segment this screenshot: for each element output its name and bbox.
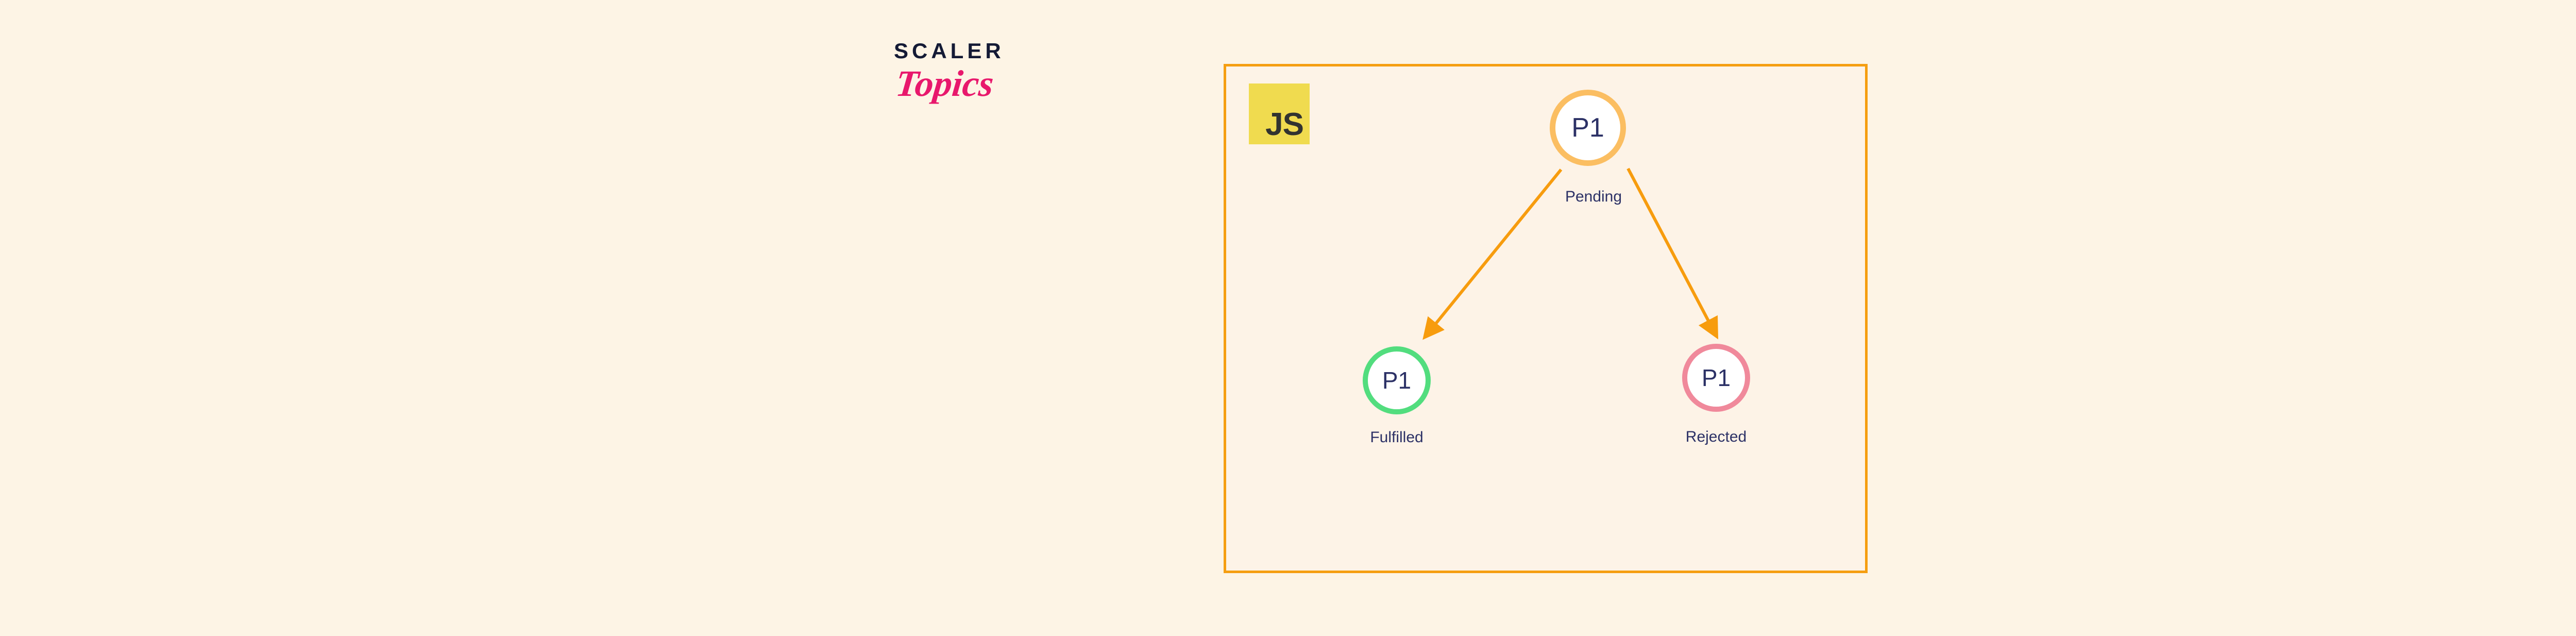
brand-word-mark: SCALER: [894, 39, 1005, 63]
brand-script-mark: Topics: [893, 63, 996, 104]
edge-layer: [1422, 168, 1719, 340]
edge-pending-to-rejected: [1626, 168, 1719, 340]
state-caption-pending: Pending: [1565, 188, 1622, 205]
javascript-badge: JS: [1249, 83, 1310, 144]
state-circle-pending[interactable]: P1: [1550, 90, 1626, 166]
state-node-fulfilled[interactable]: P1 Fulfilled: [1363, 346, 1431, 445]
state-caption-rejected: Rejected: [1685, 428, 1747, 445]
scaler-topics-logo: SCALER Topics: [894, 40, 1028, 128]
state-circle-label-rejected: P1: [1701, 364, 1731, 391]
state-node-pending[interactable]: P1: [1550, 90, 1626, 166]
state-circle-label-fulfilled: P1: [1382, 367, 1412, 394]
state-caption-wrap-pending: Pending: [1550, 189, 1637, 205]
javascript-badge-label: JS: [1265, 107, 1304, 143]
edge-pending-to-fulfilled: [1422, 169, 1563, 340]
diagram-frame: JS P1 Pending P1 Fulfilled P1: [1224, 64, 1868, 573]
state-circle-rejected[interactable]: P1: [1682, 344, 1750, 412]
state-circle-fulfilled[interactable]: P1: [1363, 346, 1431, 414]
state-circle-label-pending: P1: [1571, 113, 1604, 143]
state-node-rejected[interactable]: P1 Rejected: [1682, 344, 1750, 445]
state-caption-fulfilled: Fulfilled: [1370, 429, 1423, 446]
